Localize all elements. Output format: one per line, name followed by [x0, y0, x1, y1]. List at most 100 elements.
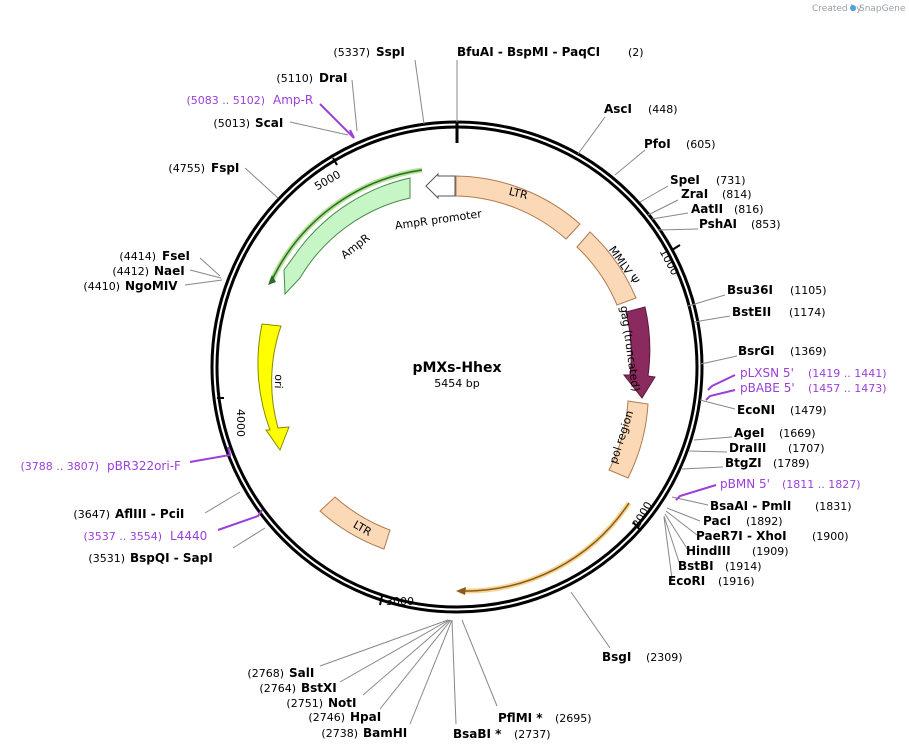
- site-spei[interactable]: SpeI (731): [670, 173, 746, 187]
- site-name: EcoNI: [737, 403, 775, 417]
- site-pshai[interactable]: PshAI (853): [699, 217, 781, 231]
- site-name: BsrGI: [738, 344, 775, 358]
- site-name: HpaI: [350, 710, 381, 724]
- site-pos: (2738): [321, 727, 358, 740]
- site-bsrgi[interactable]: BsrGI (1369): [738, 344, 827, 358]
- site-name: AflIII - PciI: [115, 507, 184, 521]
- feature-ltr-5prime[interactable]: LTR: [455, 175, 581, 240]
- site-bsgi[interactable]: BsgI (2309): [602, 650, 683, 664]
- site-fspi[interactable]: (4755) FspI: [168, 161, 239, 175]
- site-pos: (4412): [112, 265, 149, 278]
- site-name: FspI: [211, 161, 239, 175]
- site-pos: (1105): [790, 284, 827, 297]
- site-afliii[interactable]: (3647) AflIII - PciI: [73, 507, 184, 521]
- ampr-arc-arrowhead: [268, 275, 276, 285]
- site-name: SpeI: [670, 173, 700, 187]
- site-sspi[interactable]: (5337) SspI: [333, 45, 404, 59]
- site-pos: (853): [751, 218, 781, 231]
- site-bstxi[interactable]: (2764) BstXI: [259, 681, 336, 695]
- site-asci[interactable]: AscI (448): [604, 102, 678, 116]
- site-name: BstEII: [732, 305, 771, 319]
- site-bstbi[interactable]: BstBI (1914): [678, 559, 762, 573]
- site-name: BsaAI - PmlI: [710, 499, 791, 513]
- site-name: BstBI: [678, 559, 714, 573]
- site-bsabi[interactable]: BsaBI * (2737): [453, 727, 551, 741]
- site-pos: (4755): [168, 162, 205, 175]
- feature-ltr-3prime[interactable]: LTR: [319, 496, 391, 550]
- site-drai[interactable]: (5110) DraI: [276, 71, 347, 85]
- site-noti[interactable]: (2751) NotI: [286, 696, 356, 710]
- site-zrai[interactable]: ZraI (814): [681, 187, 752, 201]
- site-aatii[interactable]: AatII (816): [691, 202, 764, 216]
- site-pos: (2737): [514, 728, 551, 741]
- site-pos: (1916): [718, 575, 755, 588]
- primer-name: L4440: [170, 529, 207, 543]
- site-name: BstXI: [301, 681, 337, 695]
- site-bfuai[interactable]: BfuAI - BspMI - PaqCI (2): [457, 45, 644, 59]
- site-name: FseI: [162, 249, 190, 263]
- site-paci[interactable]: PacI (1892): [703, 514, 783, 528]
- snapgene-logo-icon: [850, 5, 856, 11]
- site-pos: (816): [734, 203, 764, 216]
- primer-pos: (3537 .. 3554): [83, 530, 162, 543]
- site-bsaai[interactable]: BsaAI - PmlI (1831): [710, 499, 852, 513]
- site-name: PfoI: [644, 137, 671, 151]
- site-pos: (2309): [646, 651, 683, 664]
- site-btgzi[interactable]: BtgZI (1789): [725, 456, 810, 470]
- primer-plxsn[interactable]: pLXSN 5' (1419 .. 1441): [740, 366, 887, 380]
- site-sali[interactable]: (2768) SalI: [247, 666, 314, 680]
- site-pos: (1707): [788, 442, 825, 455]
- site-bsteii[interactable]: BstEII (1174): [732, 305, 826, 319]
- site-bamhi[interactable]: (2738) BamHI: [321, 726, 407, 740]
- site-name: ZraI: [681, 187, 708, 201]
- site-name: BfuAI - BspMI - PaqCI: [457, 45, 600, 59]
- primer-name: Amp-R: [273, 93, 313, 107]
- primer-pos: (1419 .. 1441): [808, 367, 887, 380]
- primer-name: pBABE 5': [740, 381, 795, 395]
- primer-pbr322ori-f[interactable]: (3788 .. 3807) pBR322ori-F: [20, 459, 181, 473]
- site-pos: (5337): [333, 46, 370, 59]
- primer-pbmn[interactable]: pBMN 5' (1811 .. 1827): [720, 477, 861, 491]
- site-fsei[interactable]: (4414) FseI: [119, 249, 190, 263]
- primer-name: pBMN 5': [720, 477, 770, 491]
- site-hpai[interactable]: (2746) HpaI: [308, 710, 381, 724]
- site-pos: (2768): [247, 667, 284, 680]
- site-scai[interactable]: (5013) ScaI: [213, 116, 283, 130]
- primer-l4440[interactable]: (3537 .. 3554) L4440: [83, 529, 207, 543]
- site-pfoi[interactable]: PfoI (605): [644, 137, 716, 151]
- primer-pos: (5083 .. 5102): [186, 94, 265, 107]
- plasmid-name: pMXs-Hhex: [412, 360, 501, 376]
- primer-pos: (1811 .. 1827): [782, 478, 861, 491]
- site-draiii[interactable]: DraIII (1707): [729, 441, 825, 455]
- site-agei[interactable]: AgeI (1669): [734, 426, 816, 440]
- site-bspqi[interactable]: (3531) BspQI - SapI: [88, 551, 212, 565]
- feature-mmlv-psi[interactable]: MMLV Ψ: [576, 231, 642, 306]
- site-pos: (2): [628, 46, 644, 59]
- feature-pol-region[interactable]: pol region: [607, 400, 649, 479]
- site-name: BsaBI *: [453, 727, 502, 741]
- insert-arc: [459, 502, 630, 592]
- site-naei[interactable]: (4412) NaeI: [112, 264, 184, 278]
- site-hindiii[interactable]: HindIII (1909): [686, 544, 789, 558]
- tick-label: 3000: [386, 595, 414, 608]
- feature-gag-truncated[interactable]: gag (truncated): [617, 305, 656, 399]
- snapgene-logo-text: SnapGene: [859, 4, 906, 14]
- site-pos: (4414): [119, 250, 156, 263]
- primer-pbabe[interactable]: pBABE 5' (1457 .. 1473): [740, 381, 887, 395]
- feature-ori[interactable]: ori: [257, 323, 290, 452]
- primer-amp-r[interactable]: (5083 .. 5102) Amp-R: [186, 93, 313, 107]
- site-ecori[interactable]: EcoRI (1916): [668, 574, 755, 588]
- site-name: SspI: [376, 45, 405, 59]
- site-pflmi[interactable]: PflMI * (2695): [498, 711, 592, 725]
- site-pos: (1669): [779, 427, 816, 440]
- site-pos: (2695): [555, 712, 592, 725]
- site-name: BamHI: [363, 726, 407, 740]
- tick-3000: 3000: [379, 595, 414, 608]
- site-pos: (2764): [259, 682, 296, 695]
- site-paer7i[interactable]: PaeR7I - XhoI (1900): [696, 529, 849, 543]
- site-bsu36i[interactable]: Bsu36I (1105): [727, 283, 827, 297]
- site-pos: (731): [716, 174, 746, 187]
- site-ngomiv[interactable]: (4410) NgoMIV: [83, 279, 178, 293]
- site-econi[interactable]: EcoNI (1479): [737, 403, 827, 417]
